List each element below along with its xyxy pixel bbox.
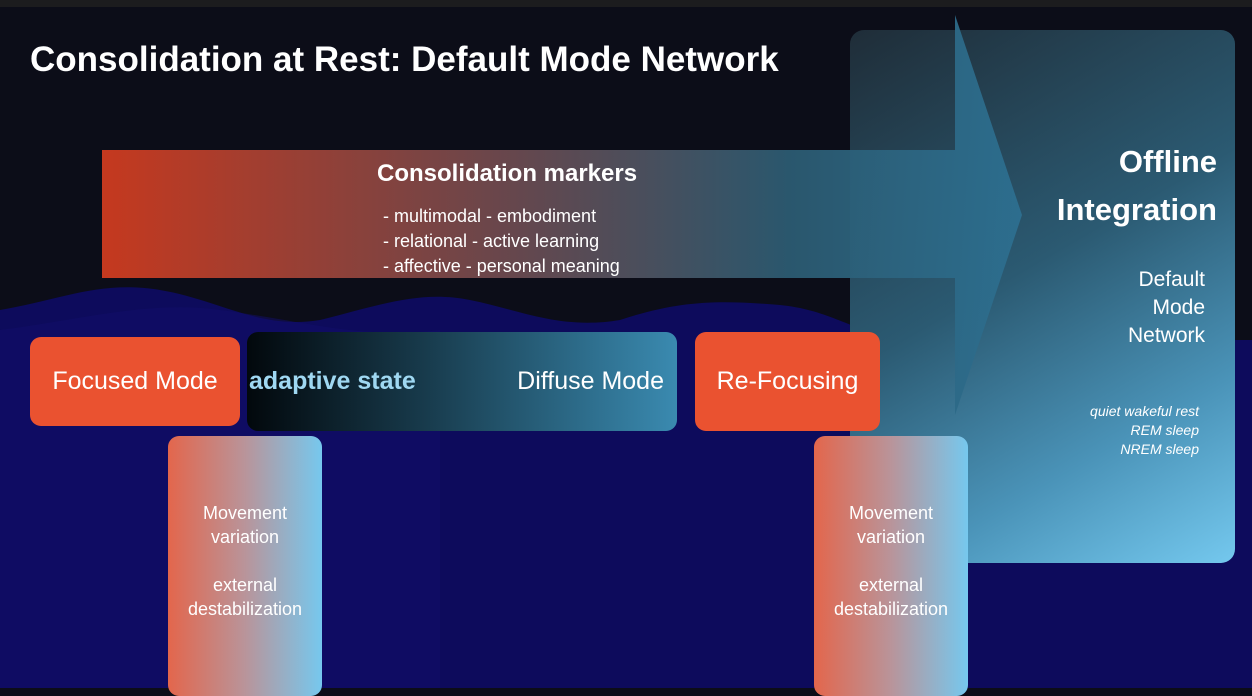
sub-text: destabilization xyxy=(833,599,949,619)
rest-state: NREM sleep xyxy=(1120,441,1199,457)
rest-state: REM sleep xyxy=(1130,422,1199,438)
rest-states-list: quiet wakeful rest REM sleep NREM sleep xyxy=(1090,402,1199,459)
offline-title-line: Integration xyxy=(1056,192,1217,227)
adaptive-diffuse-box: adaptive state Diffuse Mode xyxy=(247,332,677,431)
focused-mode-box: Focused Mode xyxy=(30,337,240,426)
focused-mode-label: Focused Mode xyxy=(52,367,218,395)
marker-item: - relational - active learning xyxy=(383,231,600,251)
sub-text: variation xyxy=(210,527,280,547)
consolidation-markers-list: - multimodal - embodiment - relational -… xyxy=(383,204,620,279)
page-title: Consolidation at Rest: Default Mode Netw… xyxy=(30,40,779,79)
dmn-line: Default xyxy=(1138,268,1205,291)
diffuse-mode-label: Diffuse Mode xyxy=(517,367,664,395)
sub-text: Movement xyxy=(848,503,934,523)
rest-state: quiet wakeful rest xyxy=(1090,403,1199,419)
offline-title-line: Offline xyxy=(1118,144,1217,179)
sub-text: destabilization xyxy=(187,599,303,619)
marker-item: - affective - personal meaning xyxy=(383,256,620,276)
sub-text: external xyxy=(858,575,924,595)
sub-text: Movement xyxy=(202,503,288,523)
adaptive-state-label: adaptive state xyxy=(249,367,416,395)
sub-text: variation xyxy=(856,527,926,547)
default-mode-network-label: Default Mode Network xyxy=(1128,266,1205,350)
consolidation-markers-heading: Consolidation markers xyxy=(377,160,638,187)
sub-text: external xyxy=(212,575,278,595)
dmn-line: Network xyxy=(1127,324,1205,347)
marker-item: - multimodal - embodiment xyxy=(383,206,597,226)
refocusing-box: Re-Focusing xyxy=(695,332,880,431)
refocusing-label: Re-Focusing xyxy=(716,367,859,395)
dmn-line: Mode xyxy=(1152,296,1205,319)
offline-integration-title: Offline Integration xyxy=(1057,138,1217,234)
movement-variation-box: Movement variation external destabilizatio… xyxy=(168,436,322,696)
movement-variation-box: Movement variation external destabilizatio… xyxy=(814,436,968,696)
